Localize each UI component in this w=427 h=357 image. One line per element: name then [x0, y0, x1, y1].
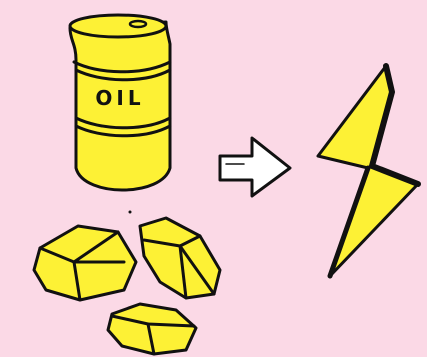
speck	[129, 211, 132, 214]
oil-label: OIL	[95, 86, 144, 110]
lightning-bolt-icon	[318, 66, 418, 276]
coal-lump-icon	[34, 226, 136, 300]
arrow-right-icon	[220, 138, 290, 196]
oil-barrel-icon: OIL	[70, 15, 170, 190]
coal-lump-icon	[108, 304, 196, 354]
coal-lump-icon	[140, 218, 220, 298]
